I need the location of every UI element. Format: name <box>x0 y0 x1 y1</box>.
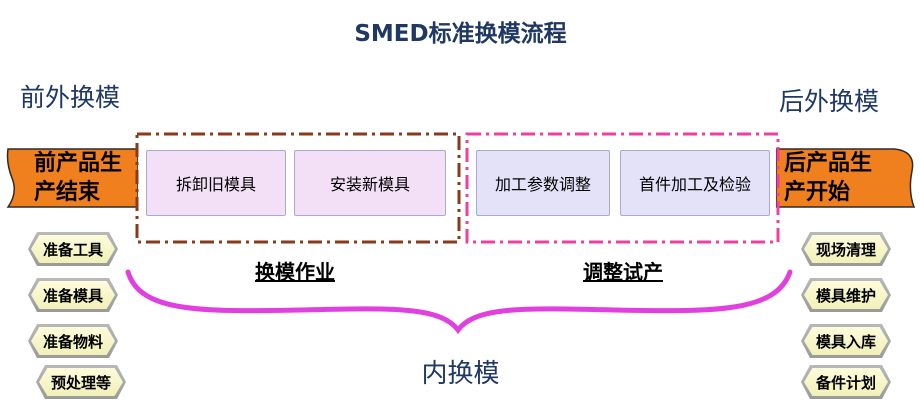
left-banner: 前产品生 产结束 <box>4 143 139 213</box>
left-task-1: 准备工具 <box>28 232 118 266</box>
inner-brace <box>125 269 793 335</box>
right-banner: 后产品生 产开始 <box>775 143 918 213</box>
left-task-4: 预处理等 <box>36 365 126 399</box>
step-remove-old-mold: 拆卸旧模具 <box>146 150 286 216</box>
right-banner-line1: 后产品生 <box>784 150 873 176</box>
left-task-3-label: 准备物料 <box>31 327 115 355</box>
right-task-1: 现场清理 <box>801 232 891 266</box>
right-task-4-label: 备件计划 <box>804 368 888 396</box>
inner-changeover-label: 内换模 <box>421 359 500 389</box>
left-task-2-label: 准备模具 <box>31 281 115 309</box>
right-banner-line2: 产开始 <box>784 179 851 205</box>
left-task-2: 准备模具 <box>28 278 118 312</box>
right-task-1-label: 现场清理 <box>804 235 888 263</box>
left-banner-line1: 前产品生 <box>34 150 123 176</box>
left-task-3: 准备物料 <box>28 324 118 358</box>
left-heading: 前外换模 <box>20 83 121 112</box>
left-banner-shape <box>6 148 139 208</box>
changeover-group-label: 换模作业 <box>255 260 335 284</box>
right-task-3-label: 模具入库 <box>804 327 888 355</box>
right-task-3: 模具入库 <box>801 324 891 358</box>
adjust-group-label: 调整试产 <box>583 260 663 284</box>
adjust-group-border <box>465 132 780 244</box>
step-first-article-inspection: 首件加工及检验 <box>620 150 770 216</box>
left-banner-line2: 产结束 <box>34 179 101 205</box>
step-adjust-parameters: 加工参数调整 <box>476 150 610 216</box>
right-task-2: 模具维护 <box>801 278 891 312</box>
right-task-2-label: 模具维护 <box>804 281 888 309</box>
right-banner-shape <box>775 148 916 208</box>
right-heading: 后外换模 <box>779 87 880 116</box>
left-task-1-label: 准备工具 <box>31 235 115 263</box>
step-install-new-mold: 安装新模具 <box>294 150 446 216</box>
right-task-4: 备件计划 <box>801 365 891 399</box>
page-title: SMED标准换模流程 <box>354 21 567 47</box>
left-task-4-label: 预处理等 <box>39 368 123 396</box>
